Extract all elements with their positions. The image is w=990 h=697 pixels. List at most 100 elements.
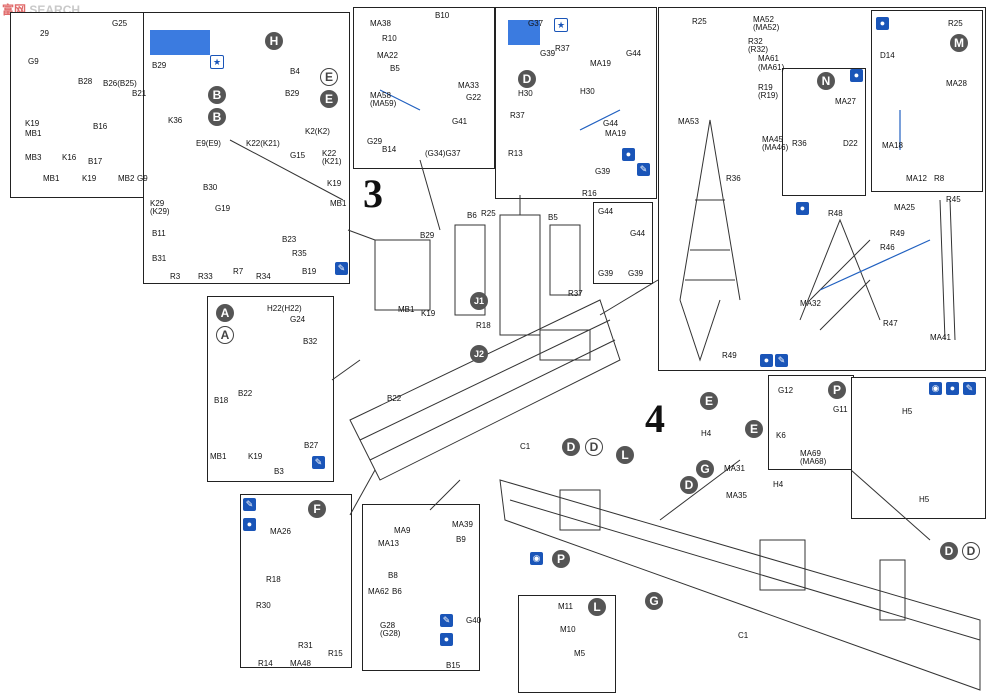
part-label: R37 <box>510 111 525 120</box>
part-label: R14 <box>258 659 273 668</box>
part-label: (MA52) <box>753 23 780 32</box>
part-label: B4 <box>290 67 300 76</box>
part-label: MB1 <box>330 199 347 208</box>
part-label: G41 <box>452 117 468 126</box>
drop-icon: ● <box>243 518 256 531</box>
part-label: B6 <box>467 211 477 220</box>
drop-icon: ● <box>946 382 959 395</box>
part-label: C1 <box>738 631 749 640</box>
part-label: C1 <box>520 442 531 451</box>
part-label: B11 <box>152 229 166 238</box>
part-label: (G28) <box>380 629 401 638</box>
part-label: B19 <box>302 267 317 276</box>
circle-d-right: D <box>940 542 958 560</box>
part-label: (MA61) <box>758 63 785 72</box>
part-label: MA27 <box>835 97 856 106</box>
circle-p: P <box>828 381 846 399</box>
part-label: MA53 <box>678 117 699 126</box>
circle-j2: J2 <box>470 345 488 363</box>
part-label: MA25 <box>894 203 915 212</box>
part-label: R25 <box>948 19 963 28</box>
part-label: MA33 <box>458 81 479 90</box>
paint-icon: ✎ <box>312 456 325 469</box>
part-label: R32 <box>748 37 763 46</box>
part-label: R8 <box>934 174 945 183</box>
part-label: G11 <box>833 405 848 414</box>
circle-b-2: B <box>208 108 226 126</box>
part-label: MA38 <box>370 19 391 28</box>
part-label: K19 <box>82 174 97 183</box>
part-label: B18 <box>214 396 229 405</box>
part-label: (MA68) <box>800 457 827 466</box>
circle-j1: J1 <box>470 292 488 310</box>
panel-f-mast <box>240 494 352 668</box>
part-label: B5 <box>548 213 558 222</box>
part-label: G9 <box>28 57 39 66</box>
part-label: K36 <box>168 116 183 125</box>
part-label: H5 <box>919 495 930 504</box>
circle-e-open: E <box>320 68 338 86</box>
part-label: B8 <box>388 571 398 580</box>
part-label: R48 <box>828 209 843 218</box>
circle-b: B <box>208 86 226 104</box>
part-label: E9(E9) <box>196 139 221 148</box>
part-label: MA35 <box>726 491 747 500</box>
part-label: B3 <box>274 467 284 476</box>
part-label: (R19) <box>758 91 779 100</box>
part-label: D22 <box>843 139 858 148</box>
part-label: MA45 <box>762 135 783 144</box>
part-label: R7 <box>233 267 244 276</box>
panel-b9-stack <box>362 504 480 671</box>
part-label: G24 <box>290 315 306 324</box>
part-label: B31 <box>152 254 167 263</box>
part-label: 29 <box>40 29 49 38</box>
circle-d: D <box>518 70 536 88</box>
panel-g44-detail <box>593 202 653 284</box>
circle-l-turret: L <box>588 598 606 616</box>
part-label: B29 <box>152 61 167 70</box>
part-label: G39 <box>540 49 556 58</box>
circle-p-step4: P <box>552 550 570 568</box>
part-label: G44 <box>626 49 642 58</box>
circle-m: M <box>950 34 968 52</box>
drop-icon: ● <box>850 69 863 82</box>
part-label: H22(H22) <box>267 304 302 313</box>
part-label: H30 <box>518 89 533 98</box>
circle-n: N <box>817 72 835 90</box>
part-label: R3 <box>170 272 181 281</box>
part-label: R37 <box>568 289 583 298</box>
part-label: MA48 <box>290 659 311 668</box>
star-icon: ★ <box>554 18 568 32</box>
part-label: R49 <box>722 351 737 360</box>
part-label: B26(B25) <box>103 79 137 88</box>
part-label: (R32) <box>748 45 769 54</box>
part-label: MA41 <box>930 333 951 342</box>
part-label: G25 <box>112 19 128 28</box>
part-label: MA61 <box>758 54 779 63</box>
part-label: G44 <box>603 119 619 128</box>
part-label: B29 <box>420 231 435 240</box>
part-label: H30 <box>580 87 595 96</box>
part-label: M5 <box>574 649 586 658</box>
part-label: MA19 <box>605 129 626 138</box>
circle-g-step4: G <box>645 592 663 610</box>
part-label: B6 <box>392 587 402 596</box>
drop-icon: ● <box>876 17 889 30</box>
part-label: G44 <box>598 207 614 216</box>
part-label: B9 <box>456 535 466 544</box>
part-label: K19 <box>25 119 40 128</box>
drop-icon: ● <box>440 633 453 646</box>
part-label: MA9 <box>394 526 411 535</box>
part-label: MB1 <box>25 129 42 138</box>
paint-icon: ✎ <box>440 614 453 627</box>
part-label: MA13 <box>378 539 399 548</box>
part-label: MB1 <box>43 174 60 183</box>
part-label: B5 <box>390 64 400 73</box>
part-label: G28 <box>380 621 396 630</box>
part-label: R36 <box>792 139 807 148</box>
part-label: R33 <box>198 272 213 281</box>
part-label: H5 <box>902 407 913 416</box>
part-label: R47 <box>883 319 898 328</box>
part-label: MA12 <box>906 174 927 183</box>
star-icon: ★ <box>210 55 224 69</box>
